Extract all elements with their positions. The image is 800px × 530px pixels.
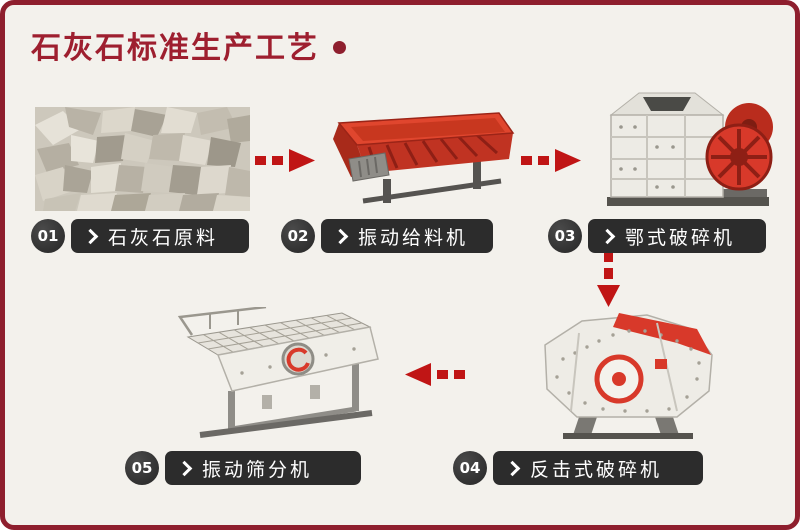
stage-label-4: 反击式破碎机 xyxy=(530,458,663,481)
jaw-crusher-illustration xyxy=(599,85,777,211)
flow-arrow-left xyxy=(403,361,465,388)
stage-number-5: 05 xyxy=(125,451,159,485)
stage-number-2: 02 xyxy=(281,219,315,253)
flow-arrow-right-1 xyxy=(255,147,317,174)
chevron-right-icon xyxy=(176,460,193,476)
stage-label-bubble-2: 振动给料机 xyxy=(321,219,493,253)
impact-crusher-illustration xyxy=(527,303,723,439)
stage-number-1: 01 xyxy=(31,219,65,253)
stage-label-bubble-4: 反击式破碎机 xyxy=(493,451,703,485)
vibrating-screen-illustration xyxy=(170,307,398,445)
flow-arrow-right-2 xyxy=(521,147,583,174)
stage-number-3: 03 xyxy=(548,219,582,253)
vibrating-feeder-illustration xyxy=(323,109,518,209)
title-dot xyxy=(333,40,346,54)
stage-label-bubble-5: 振动筛分机 xyxy=(165,451,361,485)
chevron-right-icon xyxy=(82,228,99,244)
station-3: 03 鄂式破碎机 xyxy=(548,219,766,253)
limestone-raw-material-image xyxy=(35,107,250,211)
chevron-right-icon xyxy=(332,228,349,244)
stage-label-bubble-3: 鄂式破碎机 xyxy=(588,219,766,253)
chevron-right-icon xyxy=(599,228,616,244)
flow-arrow-down xyxy=(595,251,622,307)
stage-label-bubble-1: 石灰石原料 xyxy=(71,219,249,253)
station-1: 01 石灰石原料 xyxy=(31,219,249,253)
station-2: 02 振动给料机 xyxy=(281,219,493,253)
header: 石灰石标准生产工艺 xyxy=(31,23,346,67)
stage-label-3: 鄂式破碎机 xyxy=(625,226,736,249)
stage-label-2: 振动给料机 xyxy=(358,226,469,249)
stage-label-5: 振动筛分机 xyxy=(202,458,313,481)
stage-label-1: 石灰石原料 xyxy=(108,226,219,249)
station-4: 04 反击式破碎机 xyxy=(453,451,703,485)
station-5: 05 振动筛分机 xyxy=(125,451,361,485)
page-title: 石灰石标准生产工艺 xyxy=(31,31,319,66)
chevron-right-icon xyxy=(504,460,521,476)
stage-number-4: 04 xyxy=(453,451,487,485)
